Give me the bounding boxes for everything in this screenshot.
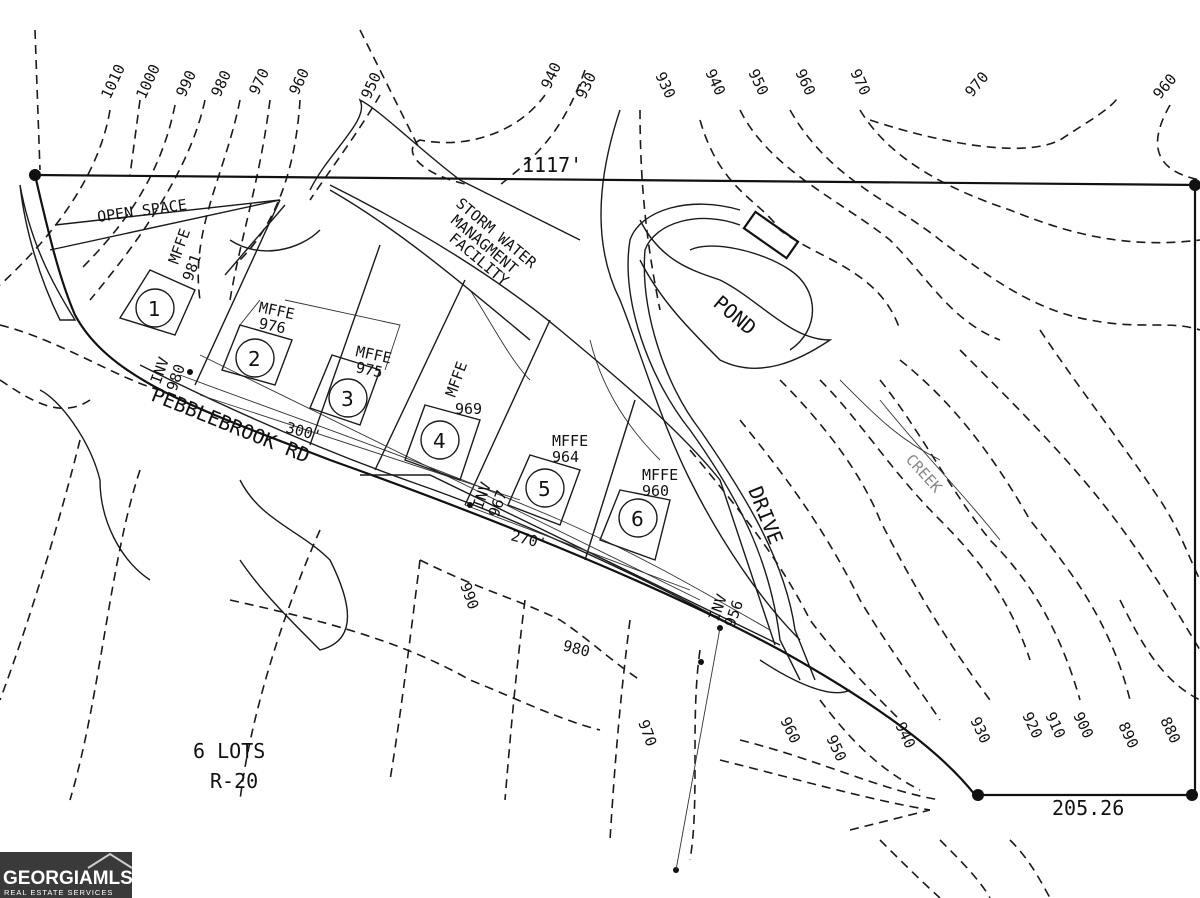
- pond-label: POND: [709, 290, 761, 339]
- pebblebrook-road: [139, 364, 781, 646]
- mls-brand: GEORGIAMLS: [3, 868, 133, 889]
- contour-label: 900: [1069, 709, 1097, 741]
- contour-label: 940: [537, 60, 565, 92]
- contour-label: 970: [245, 66, 273, 98]
- contour-label: 930: [966, 714, 994, 746]
- lot-3-mffe-value: 975: [354, 358, 384, 381]
- lot-4-mffe-value: 969: [455, 400, 482, 418]
- summary-lots: 6 LOTS: [193, 739, 265, 763]
- contour-label: 980: [207, 68, 235, 100]
- lot-6-mffe-value: 960: [642, 482, 669, 500]
- contour-label: 940: [891, 719, 919, 751]
- lot-4-mffe-label: MFFE: [442, 359, 471, 399]
- lot-5-mffe-label: MFFE: [552, 432, 588, 450]
- mls-watermark: GEORGIAMLS REAL ESTATE SERVICES: [0, 852, 133, 898]
- feature-labels: OPEN SPACE STORM WATER MANAGMENT FACILIT…: [96, 194, 946, 793]
- contour-label: 920: [1018, 709, 1046, 741]
- dimension-labels: 1117' 205.26 300' 270': [284, 153, 1124, 820]
- lot-5-mffe-value: 964: [552, 448, 579, 466]
- contour-label: 950: [744, 66, 772, 98]
- contour-label: 960: [1149, 70, 1180, 102]
- contour-label: 990: [172, 68, 200, 100]
- lot-3-number: 3: [341, 387, 354, 411]
- road-front-dimension-2: 270': [509, 526, 549, 553]
- property-boundary: [19, 169, 1200, 801]
- contour-label: 960: [776, 714, 804, 746]
- lot-6-number: 6: [631, 507, 644, 531]
- drive-label: DRIVE: [743, 483, 788, 548]
- contour-label: 950: [822, 732, 850, 764]
- contour-label: 970: [961, 68, 992, 100]
- contour-lines: [0, 29, 1200, 898]
- lot-lines: [49, 184, 776, 646]
- mffe-labels: MFFE 981 MFFE 976 MFFE 975 MFFE 969 MFFE…: [165, 226, 678, 500]
- contour-label: 970: [634, 717, 660, 749]
- contour-label: 1010: [97, 61, 129, 101]
- private-drive: [627, 203, 816, 681]
- lot-5-number: 5: [538, 477, 551, 501]
- lot-1-number: 1: [148, 297, 161, 321]
- lot-4-number: 4: [433, 429, 446, 453]
- contour-label: 950: [357, 70, 385, 102]
- contour-label: 880: [1156, 714, 1184, 746]
- contour-label: 960: [285, 66, 313, 98]
- summary-zoning: R-20: [210, 769, 258, 793]
- contour-labels: 1010 1000 990 980 970 960 950 940 930 93…: [97, 60, 1184, 765]
- contour-label: 990: [456, 580, 482, 612]
- lot-6-mffe-label: MFFE: [642, 466, 678, 484]
- north-line-dimension: 1117': [522, 153, 582, 177]
- east-line-dimension: 205.26: [1052, 796, 1124, 820]
- contour-label: 970: [846, 66, 874, 98]
- lot-2-mffe-value: 976: [257, 314, 287, 337]
- contour-label: 960: [791, 66, 819, 98]
- lot-2-number: 2: [248, 347, 261, 371]
- contour-label: 1000: [132, 61, 164, 101]
- contour-label: 930: [651, 69, 679, 101]
- contour-label: 930: [572, 70, 600, 102]
- contour-label: 940: [701, 66, 729, 98]
- building-pads: [118, 269, 671, 561]
- creek-label: CREEK: [902, 451, 946, 497]
- contour-label: 890: [1114, 719, 1142, 751]
- lot-markers: 1 2 3 4 5 6: [135, 288, 658, 538]
- mls-tagline: REAL ESTATE SERVICES: [4, 888, 113, 897]
- open-space-label: OPEN SPACE: [96, 196, 188, 226]
- terrain-outlines: [39, 98, 1001, 694]
- contour-label: 910: [1041, 709, 1069, 741]
